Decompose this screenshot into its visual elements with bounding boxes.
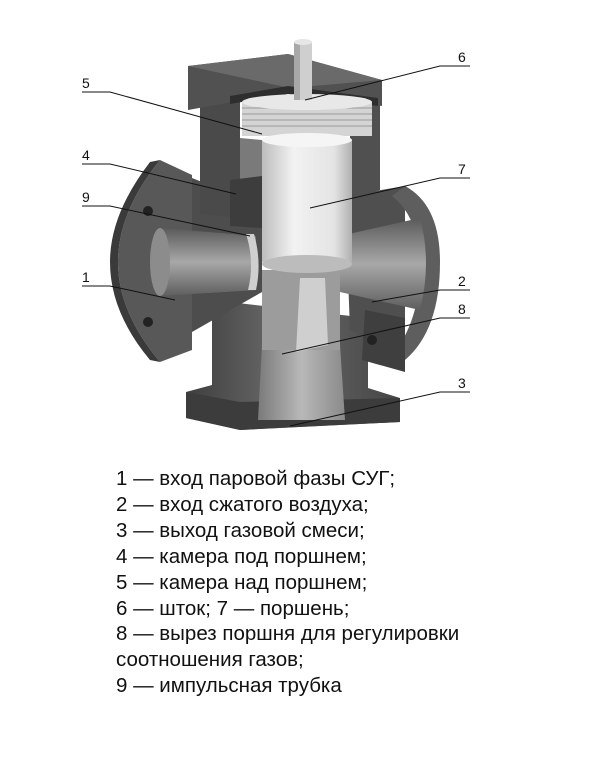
left-flange-bolt-hole-bottom (143, 317, 153, 327)
callout-number-1: 1 (82, 269, 90, 285)
leader-line-7 (309, 177, 470, 209)
leader-line-8 (281, 317, 470, 355)
legend-line: 5 — камера над поршнем; (116, 570, 368, 594)
leader-line-6 (304, 65, 470, 101)
callout-number-3: 3 (458, 375, 466, 391)
callout-number-4: 4 (82, 147, 90, 163)
right-flange-bolt-hole (367, 335, 377, 345)
callout-number-2: 2 (458, 273, 466, 289)
leader-line-9 (82, 205, 251, 237)
stem (294, 39, 312, 100)
legend-line: 2 — вход сжатого воздуха; (116, 492, 369, 516)
leader-line-1 (82, 285, 176, 301)
callout-number-6: 6 (458, 49, 466, 65)
callout-number-7: 7 (458, 161, 466, 177)
legend-line: 3 — выход газовой смеси; (116, 518, 365, 542)
legend-line: 6 — шток; 7 — поршень; (116, 596, 350, 620)
callout-number-9: 9 (82, 189, 90, 205)
leader-lines (82, 65, 470, 427)
leader-line-4 (82, 163, 237, 195)
leader-line-3 (289, 391, 470, 427)
leader-line-5 (82, 91, 263, 135)
callout-number-8: 8 (458, 301, 466, 317)
legend-line: 4 — камера под поршнем; (116, 544, 367, 568)
legend-line: соотношения газов; (116, 648, 304, 672)
valve-cutaway-diagram: 5 6 4 7 9 1 2 8 3 (82, 39, 470, 430)
legend-line: 8 — вырез поршня для регулировки (116, 622, 460, 646)
piston (262, 133, 352, 273)
legend-line: 9 — импульсная трубка (116, 674, 342, 698)
callout-number-5: 5 (82, 75, 90, 91)
legend-line: 1 — вход паровой фазы СУГ; (116, 467, 396, 490)
callout-numbers: 5 6 4 7 9 1 2 8 3 (82, 49, 466, 391)
legend-list: 1 — вход паровой фазы СУГ; 2 — вход сжат… (116, 466, 586, 699)
impulse-tube (246, 234, 259, 290)
valve-body (150, 84, 440, 430)
leader-line-2 (371, 289, 470, 303)
threaded-ring (242, 94, 372, 136)
